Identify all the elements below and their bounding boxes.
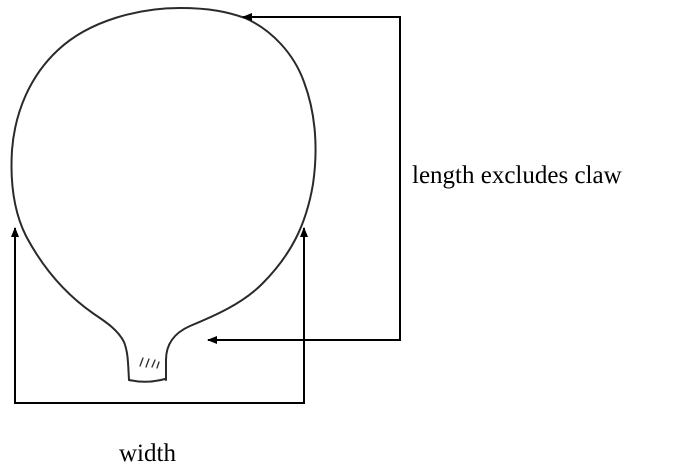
width-label: width (119, 440, 176, 467)
petal-claw-base (128, 378, 166, 383)
claw-hatch-marks (139, 357, 160, 369)
length-label: length excludes claw (412, 162, 622, 189)
petal-outline (10, 7, 317, 381)
